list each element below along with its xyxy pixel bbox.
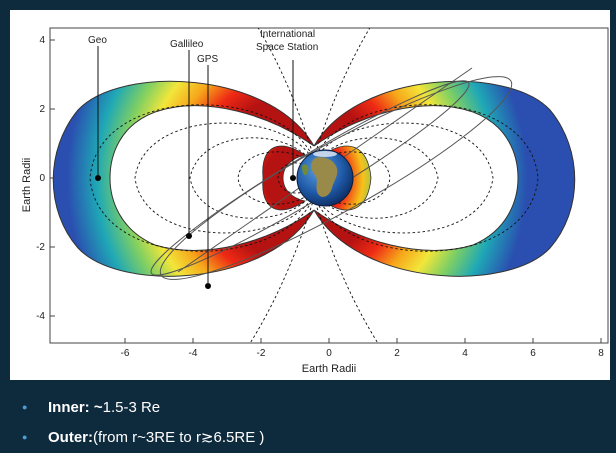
x-tick-label: 8 [598,348,604,359]
x-axis-title: Earth Radii [302,363,356,375]
outer-belt-right [313,80,576,277]
bullet-text: 1.5-3 Re [102,398,161,416]
belt-diagram: Geo Gallileo GPS International Space Sta… [21,27,609,375]
y-tick-label: 0 [39,173,45,184]
bullet-marker: ● [22,432,28,442]
x-tick-label: -2 [257,348,266,359]
y-axis-title: Earth Radii [21,158,33,212]
y-tick-label: -4 [36,311,45,322]
bullet-marker: ● [22,402,28,412]
y-tick-label: -2 [36,242,45,253]
bullet-item-inner: ● Inner: ~1.5-3 Re [22,392,264,422]
earth [296,149,354,207]
galileo-label: Gallileo [170,39,204,50]
iss-label-line1: International [260,29,315,40]
x-tick-label: -6 [121,348,130,359]
x-tick-label: 6 [530,348,536,359]
x-tick-label: 0 [326,348,332,359]
radiation-belt-figure: Geo Gallileo GPS International Space Sta… [10,10,610,380]
bullet-list: ● Inner: ~1.5-3 Re ● Outer: (from r~3RE … [22,392,264,452]
label-leaders [97,46,294,286]
bullet-key: Inner: ~ [48,398,103,416]
x-tick-label: 4 [462,348,468,359]
x-tick-label: -4 [189,348,198,359]
x-tick-label: 2 [394,348,400,359]
y-tick-label: 4 [39,35,45,46]
y-tick-label: 2 [39,104,45,115]
gps-label: GPS [197,54,218,65]
iss-label-line2: Space Station [256,42,318,53]
bullet-text: (from r~3RE to r≳6.5RE ) [93,429,265,446]
x-axis: -6 -4 -2 0 2 4 6 8 Earth Radii [121,338,604,375]
bullet-key: Outer: [48,428,93,446]
y-axis: 4 2 0 -2 -4 Earth Radii [21,35,55,322]
geo-label: Geo [88,35,107,46]
bullet-item-outer: ● Outer: (from r~3RE to r≳6.5RE ) [22,422,264,452]
